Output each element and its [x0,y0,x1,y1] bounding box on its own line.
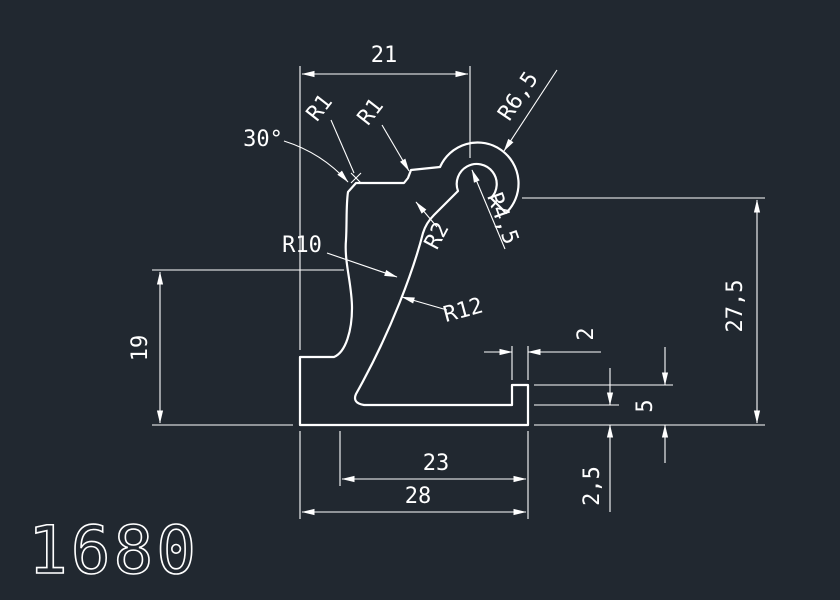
dim-knob-radius: R6,5 [493,67,558,152]
dim-inner-curve-radius: R12 [401,294,486,328]
dim-label: R2 [420,218,455,253]
dim-label: 2,5 [580,466,605,506]
dim-chamfer-angle: 30° [243,127,349,183]
dim-label: R1 [302,90,338,126]
dim-label: 27,5 [723,280,748,333]
point-marker-x [350,172,362,184]
dim-label: R1 [353,94,389,130]
dim-lip-width: 2 [484,327,601,380]
part-number: 1680 [28,512,199,589]
dim-label: 30° [243,127,283,152]
dim-fillet-a: R1 [302,90,362,184]
dim-label: 2 [574,327,599,340]
dim-right-height: 27,5 [522,197,765,426]
dim-inner-width: 23 [339,431,529,519]
leader-line [471,169,506,250]
dim-label: 19 [128,335,153,362]
dim-total-width: 28 [299,431,527,519]
leader-line [326,252,398,278]
dim-label: R6,5 [493,67,543,125]
dim-base-thickness: 2,5 [534,368,619,512]
leader-line [381,124,410,172]
dim-label: 23 [423,451,450,476]
dim-label: 5 [633,399,658,412]
profile-outline [298,141,530,427]
dim-label: R10 [282,233,322,258]
leader-line [503,69,558,152]
dim-fillet-b: R1 [353,94,410,172]
dim-outer-curve-radius: R10 [282,233,398,278]
dim-left-height: 19 [128,269,344,426]
leader-line [330,119,355,174]
leader-line [401,296,448,311]
dim-top-width: 21 [299,43,471,350]
leader-line [283,140,349,183]
dim-label: 28 [405,484,432,509]
dim-label: 21 [371,43,398,68]
leader-line [415,201,438,228]
dim-label: R12 [441,294,486,328]
dim-lip-height: 5 [534,347,673,463]
dim-slot-radius: R2 [415,201,455,254]
